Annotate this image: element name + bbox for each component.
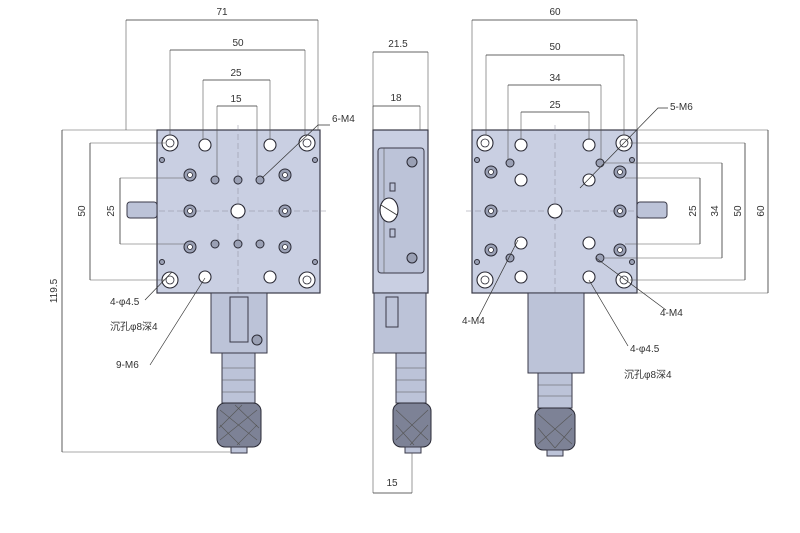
rear-dim-h25: 25 [688, 205, 699, 217]
front-callout-9m6: 9-M6 [116, 360, 139, 371]
front-view: 71 50 25 15 119.5 50 25 6-M4 4-φ4.5 沉孔φ8… [49, 7, 355, 454]
rear-callout-4m4-right: 4-M4 [660, 308, 683, 319]
front-slide-rail [229, 296, 249, 343]
rear-callout-4m4-left: 4-M4 [462, 316, 485, 327]
rear-leader-4m4-left [477, 239, 519, 319]
rear-dim-34: 34 [549, 73, 561, 84]
rear-dim-h50: 50 [733, 205, 744, 217]
side-micrometer-barrel [395, 352, 427, 404]
front-dim-50: 50 [232, 38, 244, 49]
rear-slide-block [527, 292, 585, 374]
front-dimensions [61, 19, 319, 453]
front-dim-119-5: 119.5 [49, 278, 60, 303]
front-dim-h50: 50 [77, 205, 88, 217]
front-m6-holes [183, 138, 292, 284]
front-dim-25: 25 [230, 68, 242, 79]
rear-view: 60 50 34 25 25 34 50 60 5-M6 4-M4 4-M4 4… [462, 7, 769, 457]
front-lock-screw [251, 334, 263, 346]
side-dim-15: 15 [386, 478, 398, 489]
side-slide-block [373, 292, 427, 354]
front-callout-4phi: 4-φ4.5 [110, 297, 140, 308]
rear-dim-60: 60 [549, 7, 561, 18]
rear-dim-h60: 60 [756, 205, 767, 217]
rear-m4-holes [474, 157, 635, 265]
front-leader-4phi [144, 271, 173, 301]
rear-leader-4phi [588, 279, 629, 347]
rear-side-screw [636, 201, 668, 219]
front-micrometer-barrel [221, 352, 256, 404]
rear-leader-4m4-right [595, 257, 667, 311]
side-guide [377, 147, 425, 274]
rear-micrometer-barrel [537, 372, 573, 409]
front-dim-h25: 25 [106, 205, 117, 217]
rear-dim-h34: 34 [710, 205, 721, 217]
side-dim-21-5: 21.5 [388, 39, 408, 50]
front-dim-15: 15 [230, 94, 242, 105]
front-leader-9m6 [149, 277, 206, 366]
rear-callout-counterbore: 沉孔φ8深4 [624, 368, 672, 381]
rear-m6-holes [484, 138, 627, 284]
front-callout-counterbore: 沉孔φ8深4 [110, 320, 158, 333]
side-view: 21.5 18 15 [372, 39, 432, 494]
rear-callout-5m6: 5-M6 [670, 102, 693, 113]
front-knob-cap [230, 446, 248, 454]
side-dim-18: 18 [390, 93, 402, 104]
rear-dim-25: 25 [549, 100, 561, 111]
front-dim-71: 71 [216, 7, 228, 18]
front-micrometer-knob [216, 402, 262, 448]
front-leader-6m4 [261, 124, 330, 179]
rear-dimensions [471, 19, 769, 294]
rear-dim-50: 50 [549, 42, 561, 53]
rear-leader-5m6 [579, 107, 668, 189]
front-callout-6m4: 6-M4 [332, 114, 355, 125]
front-side-screw [126, 201, 158, 219]
rear-callout-4phi: 4-φ4.5 [630, 344, 660, 355]
